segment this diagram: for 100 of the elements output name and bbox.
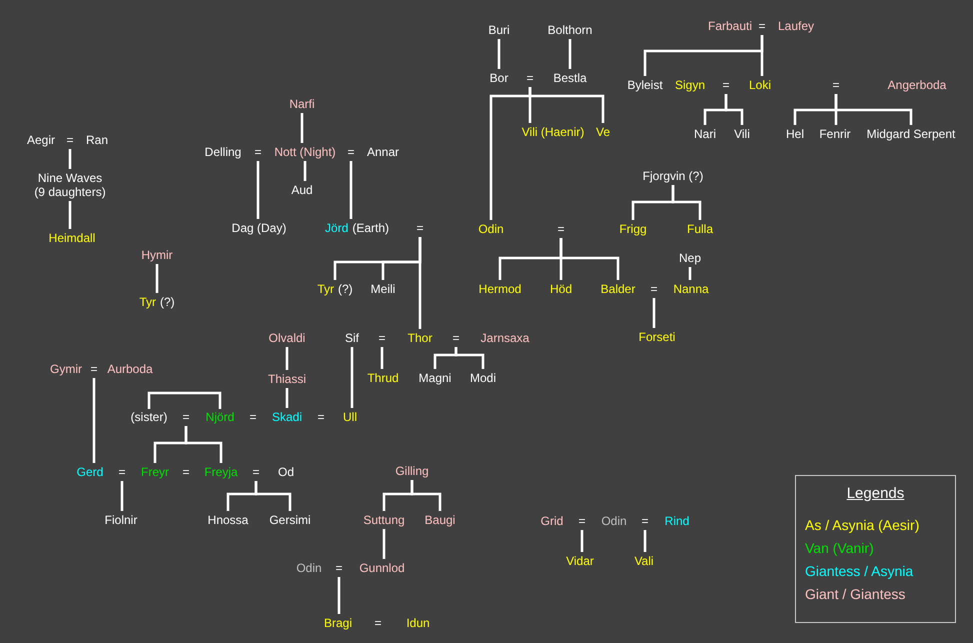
person-name: Hel (786, 127, 804, 141)
person-name: Vili (Haenir) (522, 125, 584, 139)
marriage-sign: = (254, 145, 262, 159)
person-name: Modi (470, 371, 496, 385)
person-name: Frigg (619, 222, 647, 236)
person-name: Meili (370, 282, 396, 296)
person-name: Baugi (424, 513, 456, 527)
person-name: Gerd (76, 465, 104, 479)
legend-entry: Van (Vanir) (805, 540, 874, 556)
person-name: Freyr (141, 465, 169, 479)
person-name: Fulla (687, 222, 713, 236)
family-line (68, 201, 72, 229)
family-line (184, 426, 222, 463)
family-line (688, 267, 692, 280)
person-name: Freyja (204, 465, 238, 479)
person-name: Fiolnir (104, 513, 138, 527)
person-name: (sister) (130, 410, 168, 424)
person-name: Grid (540, 514, 564, 528)
family-line (580, 530, 584, 552)
person-name: Aurboda (107, 362, 153, 376)
marriage-sign: = (66, 133, 74, 147)
family-line (560, 238, 620, 280)
marriage-sign: = (348, 145, 354, 159)
person-name: Olvaldi (268, 331, 306, 345)
person-name: Gymir (50, 362, 82, 376)
person-name: Jörd (324, 221, 348, 235)
person-name: Odin (296, 561, 322, 575)
marriage-sign: = (650, 282, 658, 296)
marriage-sign: = (250, 410, 256, 424)
family-line (156, 264, 158, 293)
family-line (644, 530, 646, 552)
family-line (498, 39, 500, 69)
person-name: Sif (345, 331, 359, 345)
person-name: Annar (366, 145, 400, 159)
person-name: Farbauti (708, 19, 752, 33)
person-name: Hymir (141, 248, 173, 262)
family-line (528, 87, 604, 123)
family-line (350, 161, 352, 219)
person-name: Aegir (27, 133, 55, 147)
person-name: Heimdall (48, 231, 96, 245)
marriage-sign: = (378, 331, 386, 345)
person-name: Vidar (566, 554, 594, 568)
family-line (652, 298, 656, 328)
person-name: Odin (601, 514, 627, 528)
person-name: Nine Waves (9 daughters) (32, 171, 108, 199)
legend-entry: Giantess / Asynia (805, 563, 914, 579)
person-name: Bestla (553, 71, 587, 85)
family-line (454, 347, 484, 369)
family-line (834, 94, 912, 125)
person-name: Gersimi (269, 513, 311, 527)
family-line (350, 347, 354, 408)
marriage-sign: = (252, 465, 260, 479)
marriage-sign: = (558, 222, 564, 236)
family-line (286, 347, 288, 370)
family-line (68, 149, 72, 169)
person-name: Dag (Day) (232, 221, 286, 235)
person-name: Nari (694, 127, 716, 141)
person-name: Tyr (317, 282, 334, 296)
family-line (148, 392, 222, 409)
marriage-sign: = (758, 19, 766, 33)
person-name: Ve (596, 125, 610, 139)
person-name: Byleist (627, 78, 663, 92)
person-name: Ran (86, 133, 108, 147)
person-name: Fjorgvin (?) (642, 169, 704, 183)
person-name: Fenrir (819, 127, 851, 141)
person-name: Tyr (139, 295, 156, 309)
person-name: Thor (408, 331, 432, 345)
person-name: Narfi (289, 97, 315, 111)
person-name: Magni (418, 371, 452, 385)
person-name: Ull (343, 410, 357, 424)
marriage-sign: = (182, 465, 190, 479)
name-note: (?) (160, 295, 175, 309)
person-name: Gilling (395, 464, 429, 478)
person-name: Idun (406, 616, 430, 630)
person-name: Skadi (272, 410, 302, 424)
legend-entry: As / Asynia (Aesir) (805, 517, 920, 533)
family-line (410, 480, 442, 511)
person-name: Sigyn (674, 78, 706, 92)
person-name: Od (278, 465, 294, 479)
marriage-sign: = (374, 616, 382, 630)
person-name: Nanna (673, 282, 709, 296)
marriage-sign: = (832, 78, 840, 92)
person-name: Höd (550, 282, 572, 296)
name-note: (Earth) (352, 221, 390, 235)
marriage-sign: = (118, 465, 126, 479)
person-name: Suttung (363, 513, 405, 527)
person-name: Bor (490, 71, 508, 85)
person-name: Angerboda (888, 78, 946, 92)
person-name: Bolthorn (548, 23, 592, 37)
marriage-sign: = (416, 221, 424, 235)
person-name: Balder (600, 282, 636, 296)
legend-entry: Giant / Giantess (805, 586, 906, 602)
family-line (256, 161, 260, 219)
family-line (338, 577, 340, 614)
marriage-sign: = (722, 78, 730, 92)
marriage-sign: = (336, 561, 342, 575)
person-name: Bragi (324, 616, 352, 630)
family-line (300, 113, 304, 143)
person-name: Midgard Serpent (866, 127, 956, 141)
family-line (418, 237, 422, 329)
